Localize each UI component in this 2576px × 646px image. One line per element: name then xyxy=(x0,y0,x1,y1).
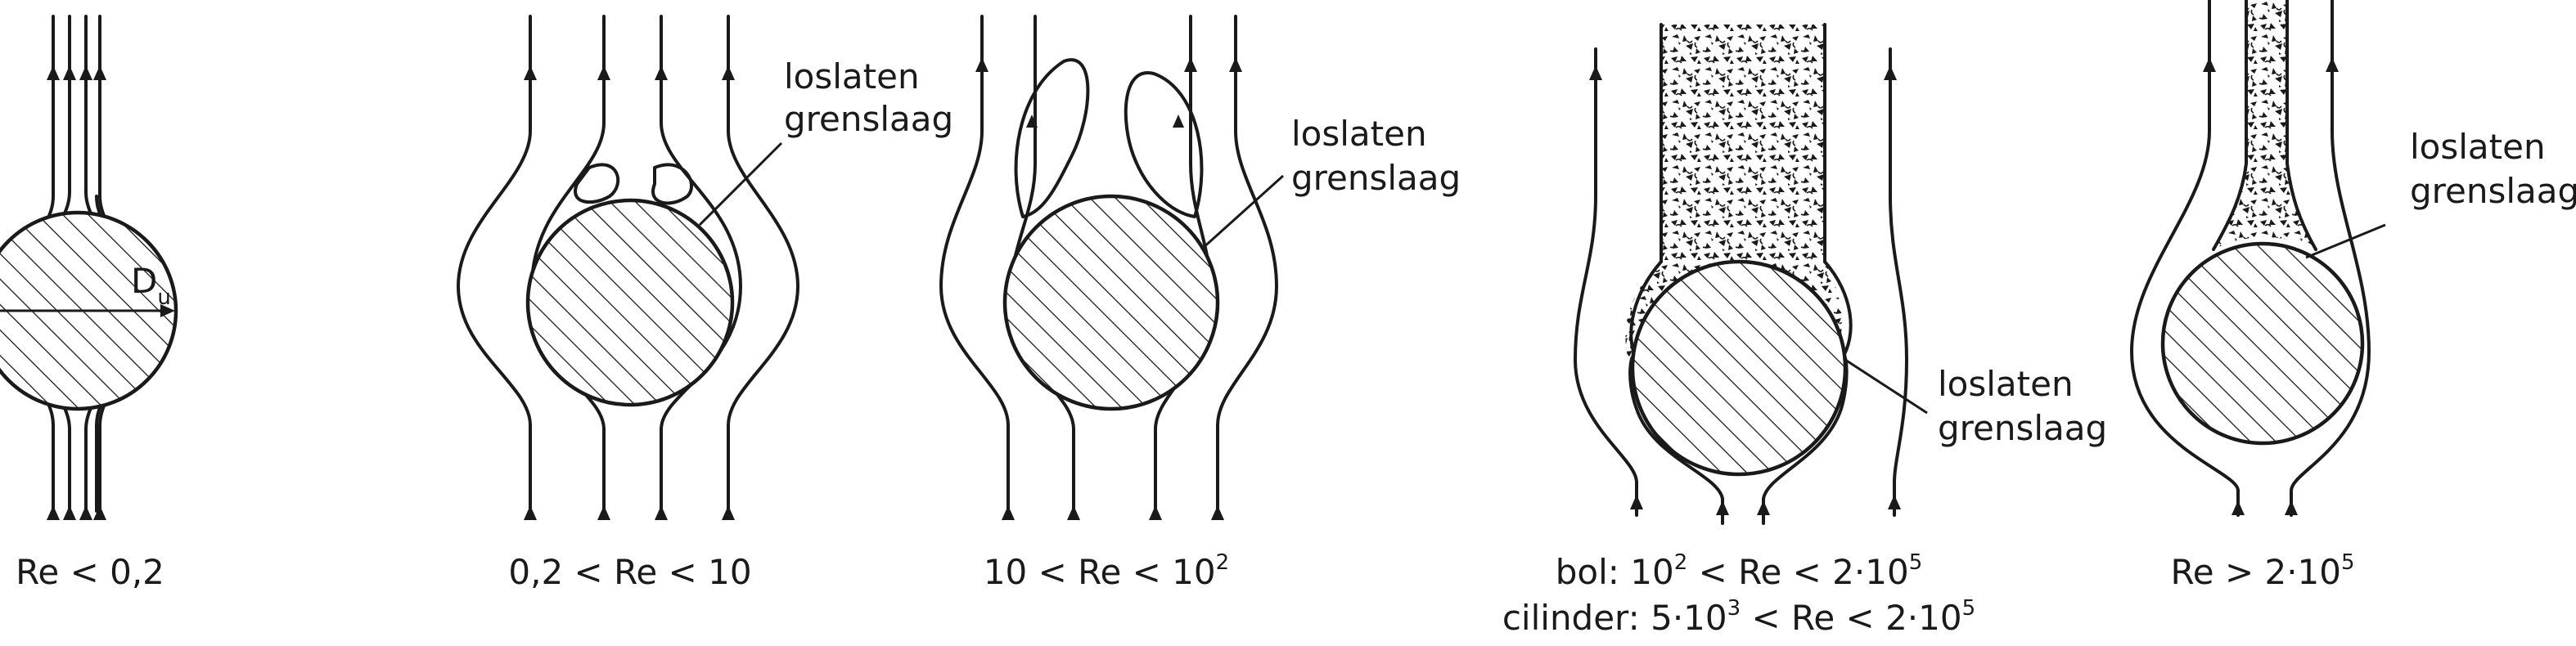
callout-label-line-2: grenslaag xyxy=(2410,171,2576,211)
caption-line-2: cilinder: 5·103 < Re < 2·105 xyxy=(1502,596,1975,638)
caption: 10 < Re < 102 xyxy=(984,550,1229,592)
panel-re-0-2-to-10: loslaten grenslaag 0,2 < Re < 10 xyxy=(457,15,953,592)
panel-re-lt-0-2: Du Re < 0,2 xyxy=(0,15,178,592)
flow-arrows xyxy=(524,65,735,520)
caption: Re > 2·105 xyxy=(2170,550,2354,592)
turbulent-wake xyxy=(2213,0,2316,249)
callout-label-line-1: loslaten xyxy=(2410,127,2546,167)
flow-arrows xyxy=(1589,65,1901,515)
callout-label-line-1: loslaten xyxy=(1938,364,2074,404)
callout-line xyxy=(1200,174,1285,251)
flow-arrows xyxy=(975,57,1242,520)
panel-re-10-to-10-2: loslaten grenslaag 10 < Re < 102 xyxy=(939,15,1461,592)
callout-label-line-1: loslaten xyxy=(1291,114,1427,154)
callout-label-line-2: grenslaag xyxy=(1938,408,2107,448)
wake-vortices xyxy=(1014,58,1204,218)
cylinder xyxy=(2160,241,2365,446)
panel-re-gt-2e5: loslaten grenslaag Re > 2·105 xyxy=(2130,0,2576,592)
caption: Re < 0,2 xyxy=(16,552,164,592)
cylinder xyxy=(1002,194,1220,411)
flow-arrows xyxy=(2203,57,2339,515)
caption-line-1: bol: 102 < Re < 2·105 xyxy=(1556,550,1923,592)
callout-line xyxy=(1844,358,1928,415)
diameter-label: Du xyxy=(131,261,171,310)
streamlines xyxy=(2130,0,2371,517)
callout-line xyxy=(2305,223,2386,259)
caption: 0,2 < Re < 10 xyxy=(508,552,751,592)
flow-arrows xyxy=(47,65,106,520)
diameter-dimension: Du xyxy=(0,261,175,317)
callout-label-line-2: grenslaag xyxy=(1291,158,1461,198)
callout-label-line-2: grenslaag xyxy=(784,99,953,139)
callout-label-line-1: loslaten xyxy=(784,56,920,96)
wake-vortices xyxy=(574,163,693,205)
panel-re-10-2-to-2e5: loslaten grenslaag bol: 102 < Re < 2·105… xyxy=(1502,23,2107,638)
cylinder xyxy=(525,198,735,407)
callout-line xyxy=(698,141,783,227)
cylinder xyxy=(1630,259,1848,477)
